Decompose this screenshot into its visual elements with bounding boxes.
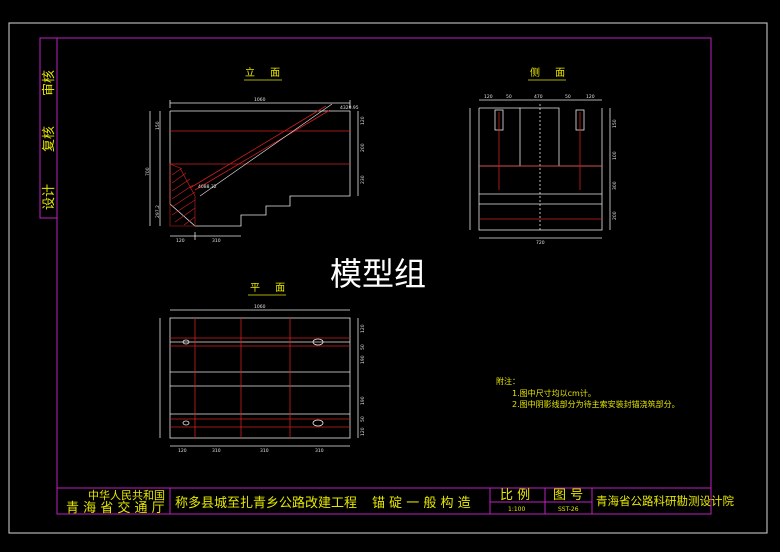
- elev-dim-left-h2: 297.2: [155, 205, 161, 218]
- plan-view: [159, 309, 359, 447]
- plan-dim-h3: 190: [360, 355, 366, 364]
- elev-dim-mid-point: 4088.32: [198, 184, 217, 190]
- elev-dim-h3: 230: [360, 175, 366, 184]
- elevation-red-lines: [170, 105, 350, 191]
- plan-dim-h6: 120: [360, 427, 366, 436]
- side-dim-total: 720: [536, 240, 545, 246]
- side-dim-top3: 470: [534, 94, 543, 100]
- notes-line1: 1.图中尺寸均以cm计。: [512, 388, 596, 398]
- side-dim-h3: 300: [612, 181, 618, 190]
- tb-drawing-no-value: SST-26: [558, 506, 579, 513]
- elev-dim-h2: 200: [360, 143, 366, 152]
- side-stamp-review: 审核: [42, 70, 57, 96]
- side-stamp-box: [39, 37, 58, 219]
- side-stamp-design: 设计: [42, 184, 57, 210]
- side-outline-upper: [478, 107, 603, 167]
- tb-scale-value: 1:100: [508, 506, 525, 513]
- side-red-lines: [479, 112, 602, 220]
- tb-project: 称多县城至扎青乡公路改建工程: [175, 495, 357, 511]
- elev-dim-bottom2: 310: [212, 238, 221, 244]
- elev-dim-h4: 150: [155, 121, 161, 130]
- outer-frame: [8, 22, 768, 534]
- elev-dim-left-h: 700: [145, 167, 151, 176]
- side-view: [469, 99, 611, 239]
- plan-dim-w1: 120: [178, 448, 187, 454]
- plan-outline: [169, 317, 351, 439]
- inner-frame: [56, 37, 712, 515]
- plan-dim-total: 1060: [254, 304, 266, 310]
- elevation-title: 立 面: [245, 66, 286, 79]
- plan-dim-w2: 310: [212, 448, 221, 454]
- elevation-diagonal: [199, 103, 333, 197]
- side-dim-h4: 200: [612, 211, 618, 220]
- plan-dim-h4: 190: [360, 396, 366, 405]
- side-dim-top4: 50: [565, 94, 571, 100]
- elev-dim-bottom1: 120: [176, 238, 185, 244]
- elevation-outline: [169, 110, 351, 227]
- tb-country: 中华人民共和国: [88, 488, 165, 502]
- plan-red-lines: [170, 318, 350, 438]
- plan-dim-h1: 120: [360, 324, 366, 333]
- watermark: 模型组: [330, 255, 426, 293]
- tb-institute: 青海省公路科研勘测设计院: [596, 494, 734, 508]
- plan-title: 平 面: [250, 283, 291, 294]
- side-dim-h1: 150: [612, 119, 618, 128]
- tb-drawing-name: 锚 碇 一 般 构 造: [372, 495, 471, 511]
- elevation-hatch: [169, 163, 196, 227]
- tb-drawing-no-label: 图 号: [553, 488, 583, 503]
- plan-dim-h2: 50: [360, 344, 366, 350]
- tb-province-dept: 青 海 省 交 通 厅: [66, 500, 165, 516]
- notes-heading: 附注：: [496, 376, 520, 386]
- elev-dim-h1: 120: [360, 116, 366, 125]
- title-block: [57, 487, 711, 514]
- tb-scale-label: 比 例: [500, 488, 530, 503]
- plan-dim-w4: 310: [315, 448, 324, 454]
- side-dim-top5: 120: [586, 94, 595, 100]
- plan-dim-w3: 310: [260, 448, 269, 454]
- side-dim-h2: 100: [612, 151, 618, 160]
- side-stamp-recheck: 复核: [42, 126, 57, 152]
- elev-dim-top-elev: 4320.95: [340, 105, 359, 111]
- plan-dim-h5: 50: [360, 416, 366, 422]
- elevation-view: [149, 100, 359, 240]
- side-dim-top1: 120: [484, 94, 493, 100]
- side-outline-lower: [478, 165, 603, 231]
- elev-dim-total: 1060: [254, 97, 266, 103]
- side-title: 侧 面: [530, 66, 571, 79]
- notes-line2: 2.图中阴影线部分为待主索安装封锚浇筑部分。: [512, 399, 680, 409]
- side-dim-top2: 50: [506, 94, 512, 100]
